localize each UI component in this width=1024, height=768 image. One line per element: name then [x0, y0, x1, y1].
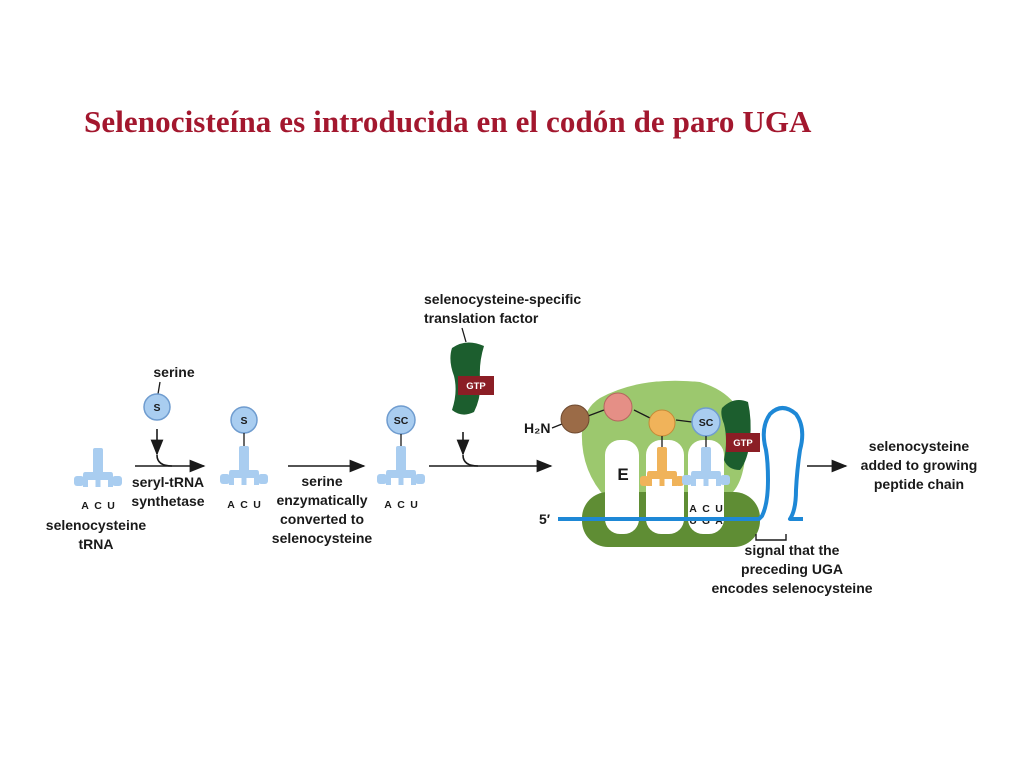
- serine-ball-label: S: [153, 402, 160, 414]
- gtp-free-label: GTP: [466, 381, 486, 392]
- gtp-box-bound: [726, 433, 760, 452]
- label-factor-1: selenocysteine-specific: [424, 291, 581, 307]
- label-selenocysteine-trna-1: selenocysteine: [46, 517, 147, 533]
- label-conversion-3: converted to: [280, 511, 364, 527]
- anticodon-4-a: A: [689, 503, 697, 515]
- factor-merge-curve: [462, 454, 479, 467]
- anticodon-2-u: U: [253, 499, 261, 511]
- anticodon-4-u: U: [715, 503, 723, 515]
- anticodon-1-u: U: [107, 500, 115, 512]
- trna-uncharged: [74, 448, 122, 487]
- label-serine: serine: [153, 364, 194, 380]
- amino-acid-2: [603, 392, 633, 422]
- anticodon-2-a: A: [227, 499, 235, 511]
- anticodon-1-a: A: [81, 500, 89, 512]
- gtp-bound-label: GTP: [733, 438, 753, 449]
- amino-acid-3: [648, 409, 676, 437]
- e-site-slot: [605, 440, 639, 534]
- a-site-sc-label: SC: [699, 417, 714, 429]
- selenocysteinyl-ball-label: SC: [394, 415, 409, 427]
- label-synthetase-2: synthetase: [131, 493, 204, 509]
- peptide-bond-4: [675, 419, 693, 423]
- mrna-strand: [558, 406, 805, 521]
- label-h2n: H₂N: [524, 420, 550, 436]
- e-site-label: E: [617, 465, 628, 484]
- label-selenocysteine-trna-2: tRNA: [79, 536, 114, 552]
- amino-acid-1: [560, 404, 590, 434]
- label-conversion-2: enzymatically: [276, 492, 367, 508]
- trna-selenocysteinyl: [377, 446, 425, 485]
- serine-merge-curve: [156, 454, 173, 467]
- p-site-slot: [646, 440, 684, 534]
- label-signal-1: signal that the: [745, 542, 840, 558]
- seryl-ball-label: S: [240, 415, 247, 427]
- label-five-prime: 5′: [539, 511, 551, 527]
- anticodon-3-a: A: [384, 499, 392, 511]
- label-conversion-1: serine: [301, 473, 342, 489]
- anticodon-4-c: C: [702, 503, 710, 515]
- peptide-bond-3: [633, 409, 651, 419]
- label-signal-3: encodes selenocysteine: [711, 580, 872, 596]
- label-factor-2: translation factor: [424, 310, 539, 326]
- p-site-trna: [640, 436, 684, 486]
- a-site-slot: [688, 440, 724, 534]
- serine-ball: [143, 393, 171, 421]
- peptide-bond-2: [587, 409, 605, 417]
- peptide-bond-1: [551, 423, 563, 429]
- label-signal-2: preceding UGA: [741, 561, 843, 577]
- anticodon-3-u: U: [410, 499, 418, 511]
- label-synthetase-1: seryl-tRNA: [132, 474, 204, 490]
- anticodon-1-c: C: [94, 500, 102, 512]
- anticodon-2-c: C: [240, 499, 248, 511]
- label-conversion-4: selenocysteine: [272, 530, 373, 546]
- slide-title: Selenocisteína es introducida en el codó…: [84, 104, 812, 139]
- factor-leader-line: [461, 327, 467, 343]
- label-result-1: selenocysteine: [869, 438, 970, 454]
- trna-seryl: [220, 446, 268, 485]
- signal-bracket: [755, 534, 787, 541]
- anticodon-3-c: C: [397, 499, 405, 511]
- serine-leader-line: [157, 381, 161, 395]
- gtp-box-free: [458, 376, 494, 395]
- label-result-3: peptide chain: [874, 476, 964, 492]
- label-result-2: added to growing: [861, 457, 978, 473]
